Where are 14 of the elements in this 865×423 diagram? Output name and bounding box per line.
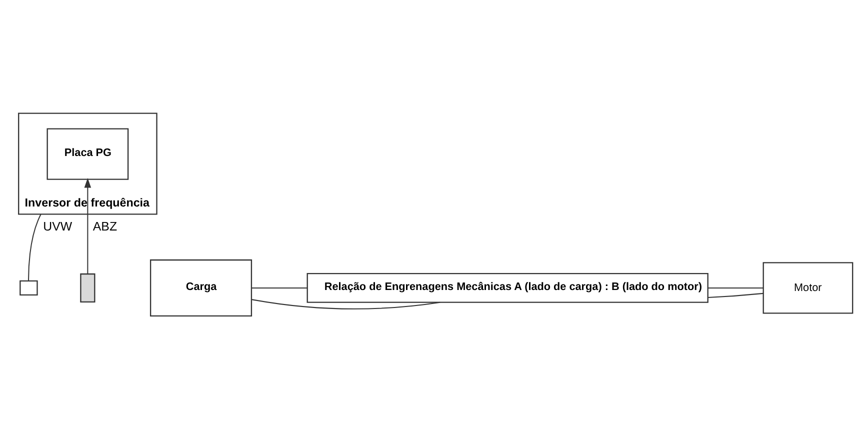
- node-box: [80, 273, 96, 302]
- node-box: [20, 280, 38, 296]
- node-box: Motor: [762, 262, 854, 314]
- node-box: Placa PG: [46, 128, 129, 180]
- edge-label: ABZ: [92, 219, 118, 234]
- connector: [708, 292, 764, 298]
- edge-label: UVW: [43, 219, 72, 234]
- connector: [708, 287, 764, 288]
- connector: [28, 214, 42, 281]
- arrow: [84, 178, 92, 274]
- connector: [252, 299, 440, 310]
- node-box: Carga: [150, 259, 252, 316]
- connector: [252, 287, 308, 288]
- node-box: Relação de Engrenagens Mecânicas A (lado de carga) : B (lado do motor): [306, 273, 708, 303]
